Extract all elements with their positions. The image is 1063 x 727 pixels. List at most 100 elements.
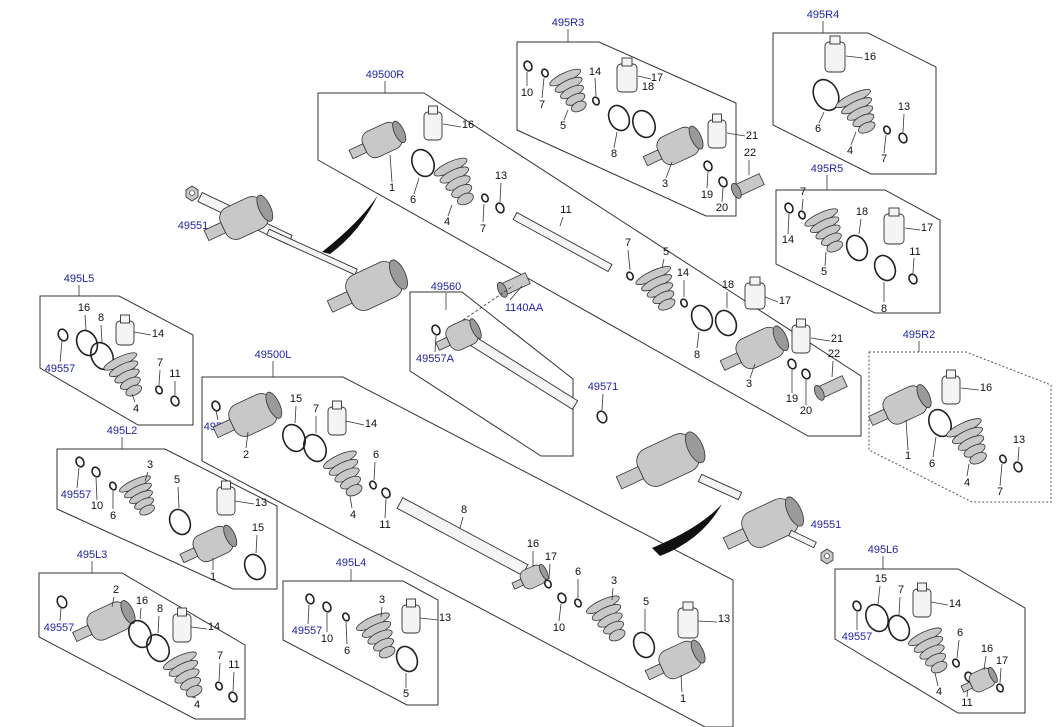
pointer-wedge-lower <box>652 504 722 556</box>
grease-tube-part <box>423 105 443 141</box>
part-number-label: 16 <box>136 595 148 607</box>
leader-line <box>255 534 258 554</box>
joint-face <box>392 120 407 144</box>
leader-line <box>131 393 136 403</box>
leader-line <box>59 340 63 363</box>
ring-part <box>75 329 99 357</box>
washer-part <box>908 273 918 285</box>
joint-stub <box>203 222 227 242</box>
part-number-label: 5 <box>643 596 649 608</box>
ring-part <box>631 109 657 139</box>
part-number-label: 7 <box>313 403 319 415</box>
ring-part <box>281 423 307 453</box>
part-number-label: 15 <box>875 573 887 585</box>
part-number-label: 11 <box>169 368 180 380</box>
boot-ridge <box>345 484 363 497</box>
part-number-label: 7 <box>217 650 223 662</box>
part-number-label: 7 <box>539 99 545 111</box>
boot-part <box>586 595 626 642</box>
grease-tube-part <box>216 480 236 516</box>
cv-joint-part <box>348 120 407 160</box>
leader-line <box>76 467 80 489</box>
tube-body <box>707 119 727 149</box>
part-number-label: 13 <box>898 101 910 113</box>
ring-part <box>873 254 897 282</box>
washer-part <box>480 193 490 203</box>
part-number-label: 3 <box>662 178 668 190</box>
joint-face <box>223 524 238 548</box>
leader-line <box>232 671 235 692</box>
leader-line <box>559 216 564 227</box>
joint-face <box>785 496 804 527</box>
leader-line <box>706 171 709 189</box>
tube-body <box>824 41 846 73</box>
boot-part <box>103 352 143 397</box>
leader-line <box>345 621 348 645</box>
leader-line <box>721 187 724 203</box>
leader-line <box>158 369 161 386</box>
boot-ridge <box>608 629 626 642</box>
part-number-label: 5 <box>560 120 566 132</box>
leader-line <box>999 463 1003 487</box>
part-number-label: 4 <box>847 145 853 157</box>
leader-line <box>810 337 831 342</box>
part-number-label: 22 <box>828 348 840 360</box>
part-number-label: 19 <box>786 393 798 405</box>
tube-cap <box>829 35 841 45</box>
grease-tube-part <box>401 598 421 634</box>
washer-part <box>882 125 892 135</box>
part-number-label: 13 <box>495 170 507 182</box>
tube-cap <box>621 57 633 67</box>
tube-cap <box>796 318 806 328</box>
part-number-label: 6 <box>344 645 350 657</box>
leader-line <box>999 667 1002 684</box>
part-number-label: 22 <box>744 147 756 159</box>
part-number-label: 15 <box>252 522 264 534</box>
cv-joint-part <box>435 318 482 351</box>
ring-part <box>812 78 840 112</box>
leader-line <box>883 134 887 154</box>
boot-part <box>323 450 363 497</box>
leader-line <box>558 603 562 622</box>
part-number-label: 7 <box>480 223 486 235</box>
leader-line <box>665 161 673 179</box>
leader-line <box>384 498 387 519</box>
grease-tube-part <box>677 601 699 639</box>
washer-part <box>801 368 811 380</box>
washer-part <box>170 395 180 407</box>
part-number-label: 10 <box>321 633 333 645</box>
ring-part <box>145 633 171 663</box>
nut-part <box>820 548 834 565</box>
part-number-label: 7 <box>800 186 806 198</box>
part-number-label: 1 <box>389 182 395 194</box>
leader-line <box>601 393 604 411</box>
part-number-label: 11 <box>909 246 920 258</box>
part-number-label: 8 <box>98 312 104 324</box>
joint-stub <box>615 466 645 490</box>
leader-line <box>902 113 905 133</box>
tube-body <box>172 613 192 643</box>
part-number-label: 10 <box>521 87 533 99</box>
washer-part <box>91 466 101 478</box>
tube-cap <box>712 113 722 123</box>
tube-body <box>327 406 347 436</box>
joint-face <box>988 666 998 683</box>
ring-part <box>168 508 192 536</box>
ref-label-bolt: 1140AA <box>505 302 544 314</box>
nut-hole <box>189 190 195 196</box>
ref-label-seal-49557: 49557 <box>45 363 76 375</box>
cv-joint-part <box>511 563 549 590</box>
part-number-label: 20 <box>716 202 728 214</box>
leader-line <box>818 111 825 124</box>
shaft-body <box>266 228 358 276</box>
part-number-label: 14 <box>949 598 961 610</box>
part-number-label: 21 <box>746 130 758 142</box>
group-label-49560: 49560 <box>431 281 462 293</box>
grease-tube-part <box>744 276 766 310</box>
leader-line <box>563 109 569 121</box>
leader-line <box>215 410 219 421</box>
ref-label-seal-49557A: 49557A <box>416 353 455 365</box>
part-number-label: 16 <box>462 119 474 131</box>
bolt-part <box>496 272 531 298</box>
part-number-label: 13 <box>439 612 451 624</box>
